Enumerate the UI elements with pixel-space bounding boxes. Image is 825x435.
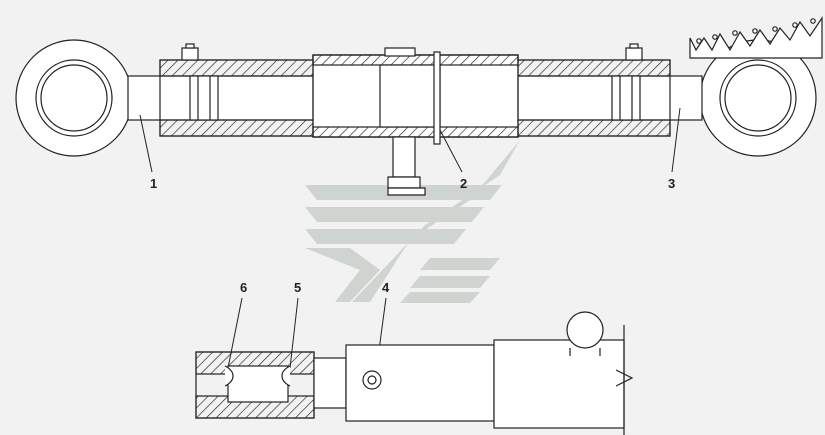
top-pin bbox=[566, 311, 604, 349]
right-nipple bbox=[625, 43, 643, 61]
callout-2: 2 bbox=[460, 176, 467, 191]
watermark-stripe bbox=[305, 229, 466, 244]
callout-5: 5 bbox=[294, 280, 301, 295]
callout-3: 3 bbox=[668, 176, 675, 191]
left-tube bbox=[159, 59, 327, 137]
watermark-logo bbox=[305, 140, 520, 303]
shaft-neck bbox=[313, 357, 347, 409]
watermark-stripe bbox=[400, 292, 480, 303]
left-eye-end bbox=[15, 39, 133, 157]
callout-1: 1 bbox=[150, 176, 157, 191]
watermark-chevron bbox=[305, 248, 380, 302]
central-sleeve bbox=[312, 47, 519, 145]
callout-6: 6 bbox=[240, 280, 247, 295]
right-edge-break bbox=[689, 16, 823, 59]
watermark-stripe bbox=[420, 258, 500, 270]
lower-section-view bbox=[195, 311, 634, 435]
seal-housing bbox=[195, 351, 315, 419]
handle-stem bbox=[387, 136, 426, 196]
watermark-stripe bbox=[305, 207, 484, 222]
right-rod bbox=[504, 75, 703, 121]
upper-assembly bbox=[15, 16, 823, 196]
right-eye-end bbox=[699, 39, 817, 157]
shaft-end bbox=[493, 339, 625, 429]
left-nipple bbox=[181, 43, 199, 61]
left-rod bbox=[127, 75, 324, 121]
watermark-chevron bbox=[352, 140, 520, 302]
watermark-stripe bbox=[410, 276, 490, 288]
callout-4: 4 bbox=[382, 280, 390, 295]
